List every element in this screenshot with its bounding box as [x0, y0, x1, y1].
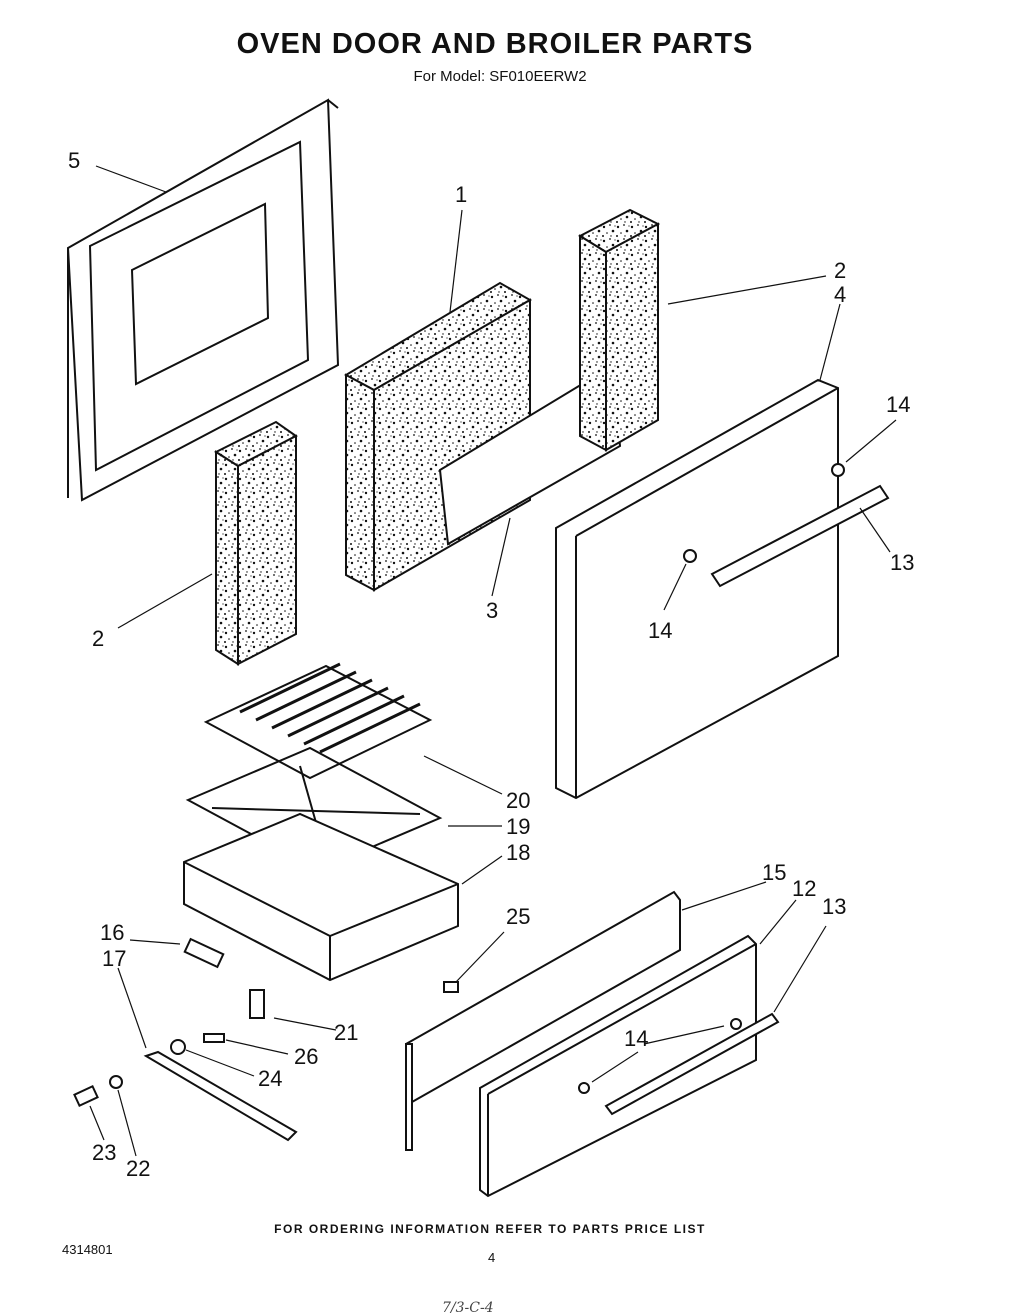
clip-part [443, 981, 459, 993]
callout-12: 12 [792, 876, 816, 901]
callout-5: 5 [68, 148, 80, 173]
callout-3: 3 [486, 598, 498, 623]
callout-23: 23 [92, 1140, 116, 1165]
callout-26: 26 [294, 1044, 318, 1069]
drawer-back-panel-part [404, 890, 681, 1151]
baffle-plate-part [438, 364, 622, 546]
callout-20: 20 [506, 788, 530, 813]
callout-18: 18 [506, 840, 530, 865]
callout-25: 25 [506, 904, 530, 929]
document-number: 4314801 [62, 1242, 113, 1257]
ordering-note: FOR ORDERING INFORMATION REFER TO PARTS … [274, 1222, 706, 1236]
washer-part [109, 1075, 123, 1089]
bracket-part [249, 989, 265, 1019]
callout-2-left: 2 [92, 626, 104, 651]
left-insulation-block-part [213, 420, 298, 666]
broiler-pan-part [183, 812, 459, 982]
handwritten-note: 7/3-C-4 [442, 1300, 494, 1316]
screw-part [203, 1033, 225, 1043]
right-insulation-block-part [577, 208, 661, 452]
large-insulation-panel-part [343, 281, 533, 592]
callout-14-bottom: 14 [624, 1026, 648, 1051]
nut-part [170, 1039, 186, 1055]
model-subtitle: For Model: SF010EERW2 [413, 68, 587, 85]
handle-fastener-parts [578, 463, 845, 1094]
callout-1: 1 [455, 182, 467, 207]
callout-13-top: 13 [890, 550, 914, 575]
callout-leader-lines [89, 165, 897, 1157]
page-title: OVEN DOOR AND BROILER PARTS [236, 28, 754, 60]
spring-part [183, 937, 225, 969]
callout-15: 15 [762, 860, 786, 885]
callout-17: 17 [102, 946, 126, 971]
callout-14-door: 14 [648, 618, 672, 643]
callout-22: 22 [126, 1156, 150, 1181]
callout-21: 21 [334, 1020, 358, 1045]
rod-part [143, 1050, 298, 1142]
drawer-front-panel-part [479, 934, 757, 1198]
page-number: 4 [488, 1250, 496, 1265]
callout-2-right: 2 [834, 258, 846, 283]
inner-door-panel-part [66, 98, 340, 502]
callout-24: 24 [258, 1066, 282, 1091]
callout-13-bottom: 13 [822, 894, 846, 919]
door-handle-part [710, 484, 890, 588]
broiler-hardware-parts [73, 937, 459, 1142]
drawer-handle-part [604, 1012, 780, 1116]
callout-16: 16 [100, 920, 124, 945]
callout-14-top: 14 [886, 392, 910, 417]
callout-19: 19 [506, 814, 530, 839]
bolt-part [73, 1085, 99, 1107]
outer-door-part [555, 378, 839, 800]
callout-4: 4 [834, 282, 846, 307]
broiler-grid-part [203, 662, 433, 780]
